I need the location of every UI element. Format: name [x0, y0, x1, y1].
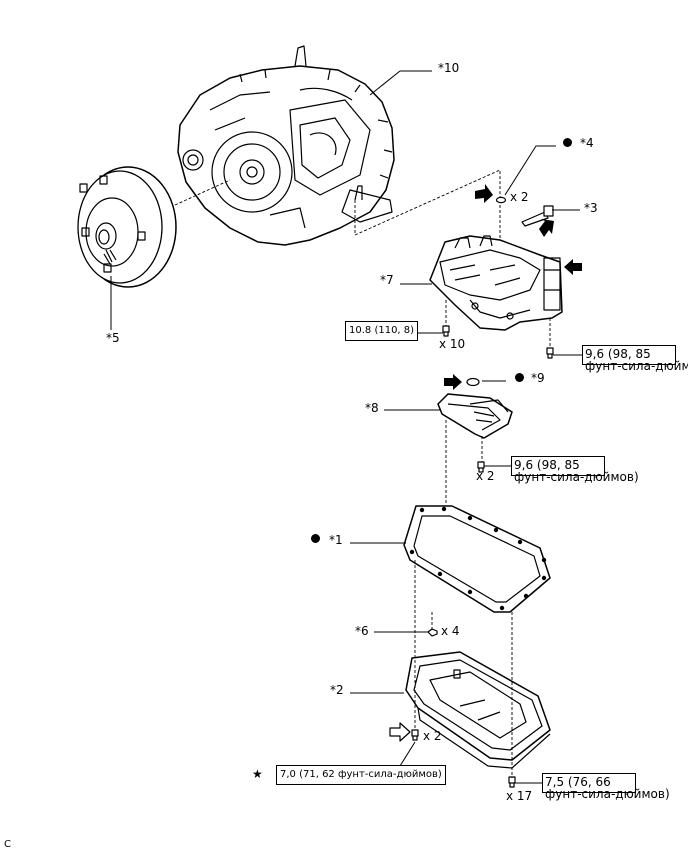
oil-strainer-illustration	[437, 393, 513, 439]
transaxle-case-illustration	[177, 45, 395, 246]
torque-converter-illustration	[77, 166, 177, 288]
alignment-lines	[174, 169, 551, 778]
leader-lines	[110, 70, 582, 784]
new-part-dot-icon	[563, 138, 572, 147]
o-ring-9-illustration	[466, 377, 480, 387]
oil-pan-gasket-illustration	[403, 505, 551, 613]
torque-solenoid-line-2: фунт-сила-дюймов)	[585, 359, 688, 373]
callout-3: *3	[584, 201, 598, 215]
quantity-2a: x 2	[423, 729, 442, 743]
torque-oil-pan-line-1: 7,5 (76, 66	[545, 775, 611, 789]
arrow-sensor-3-icon	[539, 219, 554, 237]
direction-arrows	[444, 184, 582, 390]
arrow-o-ring-9-icon	[444, 374, 462, 390]
sensor-3-illustration	[521, 205, 554, 227]
footer-code: C	[4, 839, 11, 850]
callout-9: *9	[531, 371, 545, 385]
callout-5: *5	[106, 331, 120, 345]
torque-oil-pan-line-2: фунт-сила-дюймов)	[545, 787, 670, 801]
callout-6: *6	[355, 624, 369, 638]
callout-4: *4	[580, 136, 594, 150]
quantity-4: x 2	[510, 190, 529, 204]
torque-strainer-box: 9,6 (98, 85	[511, 456, 605, 476]
torque-strainer-line-1: 9,6 (98, 85	[514, 458, 580, 472]
valve-body-illustration	[429, 235, 563, 331]
callout-10: *10	[438, 61, 460, 75]
quantity-7: x 10	[439, 337, 466, 351]
arrow-o-ring-4-icon	[475, 184, 493, 203]
callout-8: *8	[365, 401, 379, 415]
callout-7: *7	[380, 273, 394, 287]
arrow-drain-plug-icon	[389, 722, 411, 742]
torque-oil-pan-box: 7,5 (76, 66	[542, 773, 636, 793]
torque-valve-body-box: 10.8 (110, 8)	[345, 321, 419, 341]
new-part-dot-icon	[311, 534, 320, 543]
o-ring-4-illustration	[495, 196, 507, 204]
star-icon: ★	[252, 767, 263, 781]
torque-solenoid-line-1: 9,6 (98, 85	[585, 347, 651, 361]
new-part-dot-icon	[515, 373, 524, 382]
arrow-solenoid-icon	[564, 259, 582, 275]
torque-solenoid-box: 9,6 (98, 85	[582, 345, 676, 365]
torque-drain-plug-box: 7,0 (71, 62 фунт-сила-дюймов)	[276, 765, 446, 785]
callout-2: *2	[330, 683, 344, 697]
callout-1: *1	[329, 533, 343, 547]
torque-strainer-line-2: фунт-сила-дюймов)	[514, 470, 639, 484]
quantity-6: x 4	[441, 624, 460, 638]
quantity-8: x 2	[476, 469, 495, 483]
quantity-2b: x 17	[506, 789, 533, 803]
oil-pan-illustration	[405, 651, 551, 769]
magnet-6-illustration	[427, 628, 438, 637]
